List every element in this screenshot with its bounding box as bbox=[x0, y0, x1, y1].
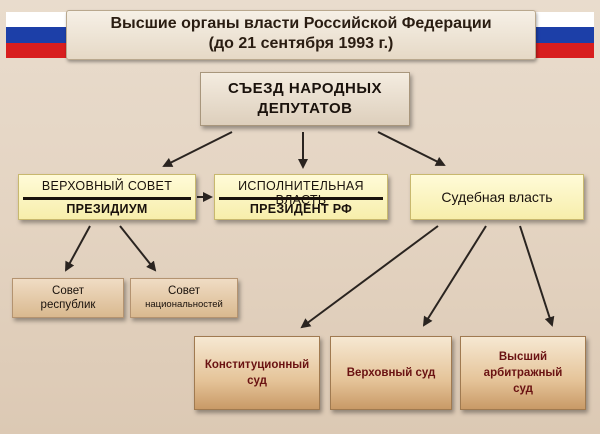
constitutional-line2: суд bbox=[247, 375, 267, 387]
arrow-supreme-to-nationalities bbox=[119, 225, 157, 272]
congress-label-line2: ДЕПУТАТОВ bbox=[257, 100, 353, 117]
congress-label-line1: СЪЕЗД НАРОДНЫХ bbox=[227, 80, 383, 97]
executive-box: ИСПОЛНИТЕЛЬНАЯ ВЛАСТЬ ПРЕЗИДЕНТ РФ bbox=[214, 174, 388, 220]
arbitration-line1: Высший bbox=[498, 351, 548, 363]
presidium-label: ПРЕЗИДИУМ bbox=[66, 202, 148, 216]
divider bbox=[23, 197, 191, 200]
council-of-nationalities-box: Совет национальностей bbox=[130, 278, 238, 318]
arbitration-line3: суд bbox=[513, 383, 533, 395]
nationalities-line1: Совет bbox=[168, 285, 200, 297]
nationalities-line2: национальностей bbox=[145, 299, 223, 310]
constitutional-court-box: Конституционный суд bbox=[194, 336, 320, 410]
arrow-congress-to-supreme bbox=[162, 131, 233, 167]
supreme-council-box: ВЕРХОВНЫЙ СОВЕТ ПРЕЗИДИУМ bbox=[18, 174, 196, 220]
arrow-judicial-to-arbitration bbox=[519, 225, 555, 327]
arrow-supreme-to-republics bbox=[65, 225, 91, 272]
page-title: Высшие органы власти Российской Федераци… bbox=[110, 15, 492, 32]
executive-label: ИСПОЛНИТЕЛЬНАЯ ВЛАСТЬ bbox=[238, 179, 364, 207]
supreme-court-box: Верховный суд bbox=[330, 336, 452, 410]
republics-line1: Совет bbox=[52, 285, 84, 297]
arrow-judicial-to-constitutional bbox=[300, 225, 439, 329]
arrow-congress-to-judicial bbox=[377, 131, 446, 166]
arbitration-line2: арбитражный bbox=[483, 367, 563, 379]
arbitration-court-box: Высший арбитражный суд bbox=[460, 336, 586, 410]
judicial-box: Судебная власть bbox=[410, 174, 584, 220]
header: Высшие органы власти Российской Федераци… bbox=[0, 0, 600, 66]
arrow-judicial-to-supreme-court bbox=[422, 225, 487, 327]
constitutional-line1: Конституционный bbox=[204, 359, 310, 371]
divider bbox=[219, 197, 383, 200]
congress-box: СЪЕЗД НАРОДНЫХ ДЕПУТАТОВ bbox=[200, 72, 410, 126]
council-of-republics-box: Совет республик bbox=[12, 278, 124, 318]
page-subtitle: (до 21 сентября 1993 г.) bbox=[208, 35, 394, 52]
president-label: ПРЕЗИДЕНТ РФ bbox=[249, 202, 353, 216]
title-box: Высшие органы власти Российской Федераци… bbox=[66, 10, 536, 60]
republics-line2: республик bbox=[40, 299, 96, 311]
judicial-label: Судебная власть bbox=[441, 189, 553, 205]
supreme-court-label: Верховный суд bbox=[346, 367, 436, 379]
supreme-council-label: ВЕРХОВНЫЙ СОВЕТ bbox=[41, 179, 173, 193]
